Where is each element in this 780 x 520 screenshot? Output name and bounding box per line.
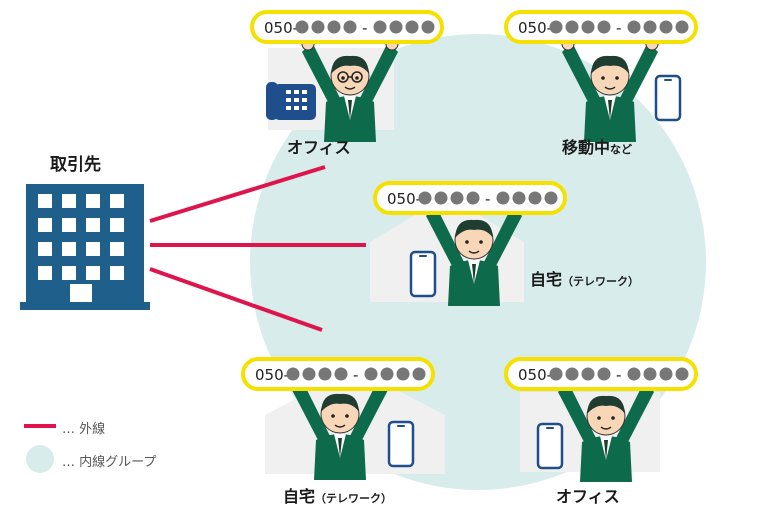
external-line-1 [149, 165, 326, 223]
masked-digit-dot [544, 191, 558, 205]
desk-phone-icon [266, 82, 316, 120]
glasses-icon [337, 71, 363, 83]
pill-prefix: 050- [255, 366, 289, 384]
masked-digit-dot [597, 367, 611, 381]
legend-internal-label: … 内線グループ [62, 455, 157, 470]
pill-prefix: 050- [518, 19, 552, 37]
masked-digit-dot [405, 20, 419, 34]
masked-digit-dot [343, 20, 357, 34]
pill-dash: - [616, 19, 621, 37]
pill-dash: - [353, 366, 358, 384]
masked-digit-dot [565, 367, 579, 381]
masked-digit-dot [418, 191, 432, 205]
masked-digit-dot [627, 367, 641, 381]
masked-digit-dot [396, 367, 410, 381]
masked-digit-dot [627, 20, 641, 34]
masked-digit-dot [318, 367, 332, 381]
legend-external-label: … 外線 [62, 422, 106, 437]
masked-digit-dot [434, 191, 448, 205]
masked-digit-dot [643, 20, 657, 34]
masked-digit-dot [581, 20, 595, 34]
masked-digit-dot [380, 367, 394, 381]
masked-digit-dot [581, 367, 595, 381]
phone-number-pill: 050- - [241, 357, 435, 391]
pill-prefix: 050- [387, 190, 421, 208]
masked-digit-dot [466, 191, 480, 205]
masked-digit-dot [565, 20, 579, 34]
smartphone-icon [536, 422, 564, 470]
smartphone-icon [387, 420, 415, 468]
masked-digit-dot [643, 367, 657, 381]
masked-digit-dot [675, 20, 689, 34]
phone-number-pill: 050- - [504, 357, 698, 391]
masked-digit-dot [311, 20, 325, 34]
legend-internal-swatch [26, 445, 54, 473]
masked-digit-dot [512, 191, 526, 205]
masked-digit-dot [659, 20, 673, 34]
masked-digit-dot [295, 20, 309, 34]
masked-digit-dot [373, 20, 387, 34]
node-label-office-bottom: オフィス [556, 487, 620, 506]
masked-digit-dot [334, 367, 348, 381]
node-label-home-bottom: 自宅（テレワーク） [283, 487, 393, 506]
masked-digit-dot [302, 367, 316, 381]
pill-prefix: 050- [264, 19, 298, 37]
masked-digit-dot [675, 367, 689, 381]
pill-dash: - [362, 19, 367, 37]
node-label-mobile: 移動中など [562, 138, 633, 157]
phone-number-pill: 050- - [250, 10, 444, 44]
masked-digit-dot [496, 191, 510, 205]
masked-digit-dot [659, 367, 673, 381]
node-label-office-top: オフィス [287, 138, 351, 157]
smartphone-icon [654, 74, 682, 122]
masked-digit-dot [389, 20, 403, 34]
node-label-home-center: 自宅（テレワーク） [530, 270, 640, 289]
masked-digit-dot [364, 367, 378, 381]
masked-digit-dot [549, 20, 563, 34]
external-line-3 [149, 267, 323, 332]
masked-digit-dot [286, 367, 300, 381]
masked-digit-dot [327, 20, 341, 34]
pill-prefix: 050- [518, 366, 552, 384]
masked-digit-dot [549, 367, 563, 381]
phone-number-pill: 050- - [373, 181, 567, 215]
masked-digit-dot [421, 20, 435, 34]
pill-dash: - [485, 190, 490, 208]
smartphone-icon [409, 250, 437, 298]
masked-digit-dot [412, 367, 426, 381]
client-label: 取引先 [50, 155, 101, 175]
pill-dash: - [616, 366, 621, 384]
masked-digit-dot [528, 191, 542, 205]
phone-number-pill: 050- - [504, 10, 698, 44]
masked-digit-dot [597, 20, 611, 34]
masked-digit-dot [450, 191, 464, 205]
building-icon [20, 184, 150, 310]
